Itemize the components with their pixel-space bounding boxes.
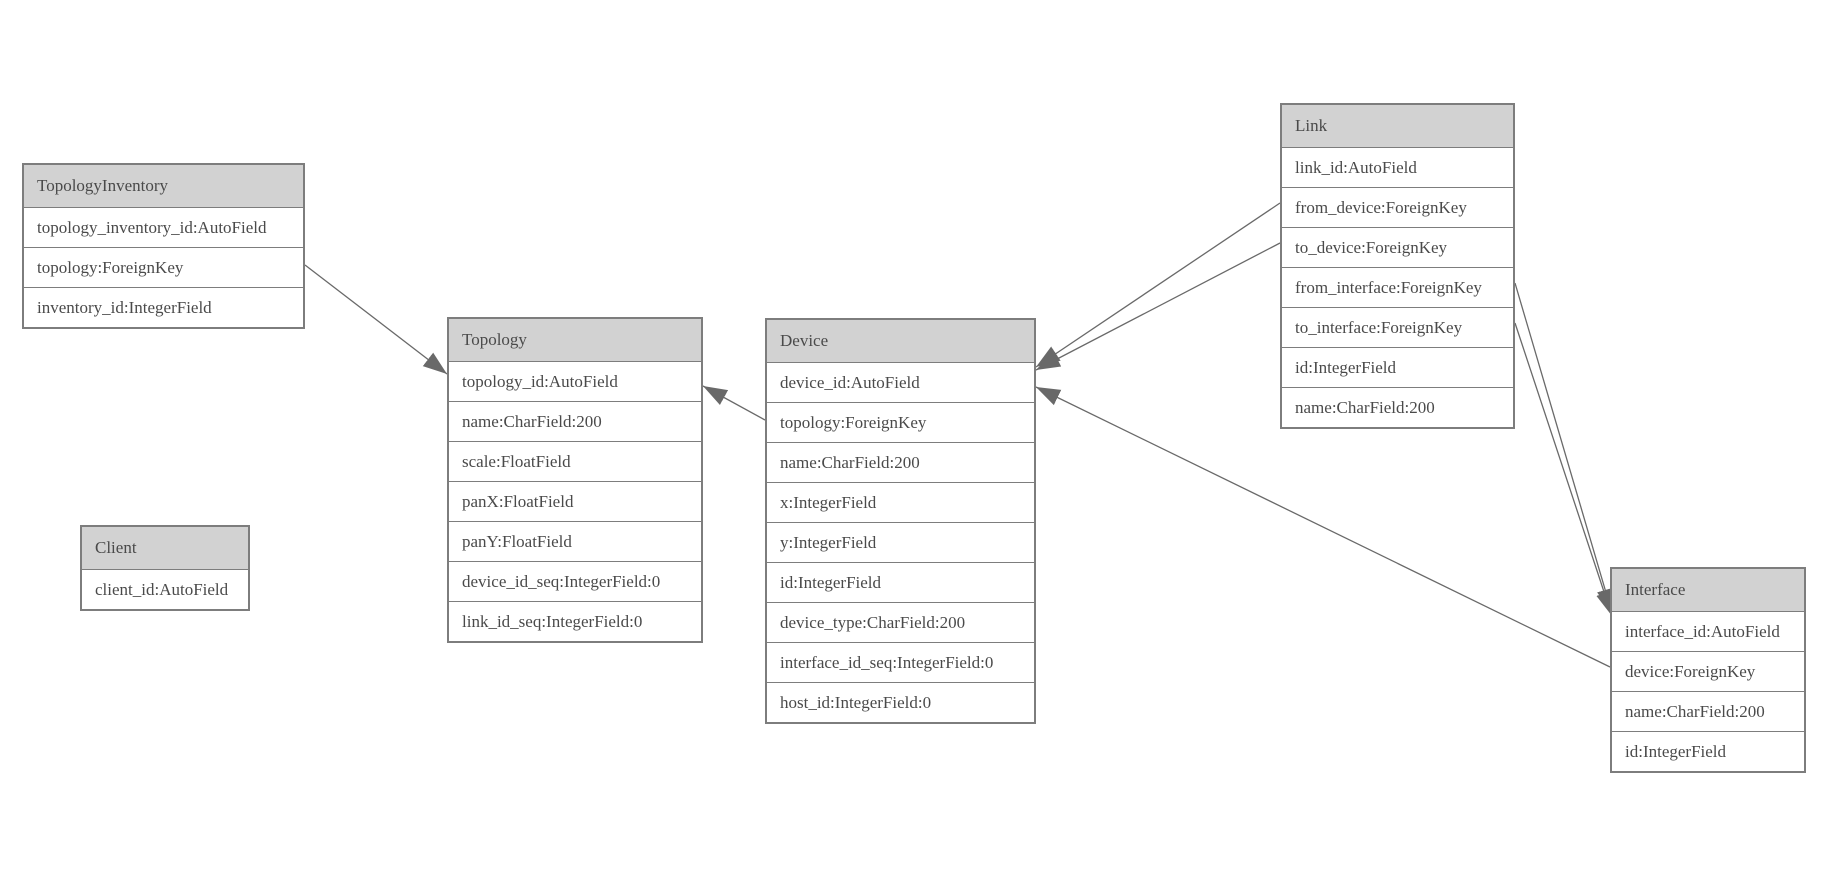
entity-field: topology_id:AutoField bbox=[449, 361, 701, 401]
entity-field: device_type:CharField:200 bbox=[767, 602, 1034, 642]
entity-topologyinventory-title: TopologyInventory bbox=[37, 176, 169, 195]
entity-client: Client client_id:AutoField bbox=[80, 525, 250, 611]
entity-interface-header: Interface bbox=[1612, 569, 1804, 611]
entity-field: x:IntegerField bbox=[767, 482, 1034, 522]
entity-field: panY:FloatField bbox=[449, 521, 701, 561]
entity-field: panX:FloatField bbox=[449, 481, 701, 521]
edge-link-from-device-to-device bbox=[1035, 202, 1281, 368]
entity-field: from_interface:ForeignKey bbox=[1282, 267, 1513, 307]
entity-field: scale:FloatField bbox=[449, 441, 701, 481]
entity-client-fields: client_id:AutoField bbox=[82, 569, 248, 609]
edge-topologyinventory-topology-to-topology bbox=[304, 264, 448, 375]
entity-link-header: Link bbox=[1282, 105, 1513, 147]
entity-field: interface_id:AutoField bbox=[1612, 611, 1804, 651]
entity-topologyinventory: TopologyInventory topology_inventory_id:… bbox=[22, 163, 305, 329]
entity-field: link_id_seq:IntegerField:0 bbox=[449, 601, 701, 641]
entity-field: topology:ForeignKey bbox=[24, 247, 303, 287]
entity-link-title: Link bbox=[1295, 116, 1328, 135]
entity-field: name:CharField:200 bbox=[767, 442, 1034, 482]
entity-field: device:ForeignKey bbox=[1612, 651, 1804, 691]
entity-field: device_id:AutoField bbox=[767, 362, 1034, 402]
entity-field: id:IntegerField bbox=[1612, 731, 1804, 771]
entity-field: host_id:IntegerField:0 bbox=[767, 682, 1034, 722]
entity-field: y:IntegerField bbox=[767, 522, 1034, 562]
entity-field: to_interface:ForeignKey bbox=[1282, 307, 1513, 347]
entity-topologyinventory-header: TopologyInventory bbox=[24, 165, 303, 207]
entity-device-title: Device bbox=[780, 331, 829, 350]
entity-topology-header: Topology bbox=[449, 319, 701, 361]
entity-field: topology_inventory_id:AutoField bbox=[24, 207, 303, 247]
edge-link-to-interface-to-interface bbox=[1514, 322, 1613, 617]
entity-field: device_id_seq:IntegerField:0 bbox=[449, 561, 701, 601]
entity-client-title: Client bbox=[95, 538, 137, 557]
entity-field: topology:ForeignKey bbox=[767, 402, 1034, 442]
entity-field: name:CharField:200 bbox=[1612, 691, 1804, 731]
edge-device-topology-to-topology bbox=[702, 385, 766, 421]
entity-device-header: Device bbox=[767, 320, 1034, 362]
entity-interface-title: Interface bbox=[1625, 580, 1686, 599]
edge-interface-device-to-device bbox=[1035, 386, 1611, 668]
edge-link-to-device-to-device bbox=[1035, 242, 1281, 371]
entity-client-header: Client bbox=[82, 527, 248, 569]
entity-field: id:IntegerField bbox=[1282, 347, 1513, 387]
entity-field: id:IntegerField bbox=[767, 562, 1034, 602]
entity-field: inventory_id:IntegerField bbox=[24, 287, 303, 327]
entity-field: from_device:ForeignKey bbox=[1282, 187, 1513, 227]
entity-field: interface_id_seq:IntegerField:0 bbox=[767, 642, 1034, 682]
entity-field: link_id:AutoField bbox=[1282, 147, 1513, 187]
edge-link-from-interface-to-interface bbox=[1514, 282, 1614, 614]
entity-field: name:CharField:200 bbox=[1282, 387, 1513, 427]
entity-topology-title: Topology bbox=[462, 330, 527, 349]
entity-field: name:CharField:200 bbox=[449, 401, 701, 441]
entity-field: to_device:ForeignKey bbox=[1282, 227, 1513, 267]
entity-field: client_id:AutoField bbox=[82, 569, 248, 609]
